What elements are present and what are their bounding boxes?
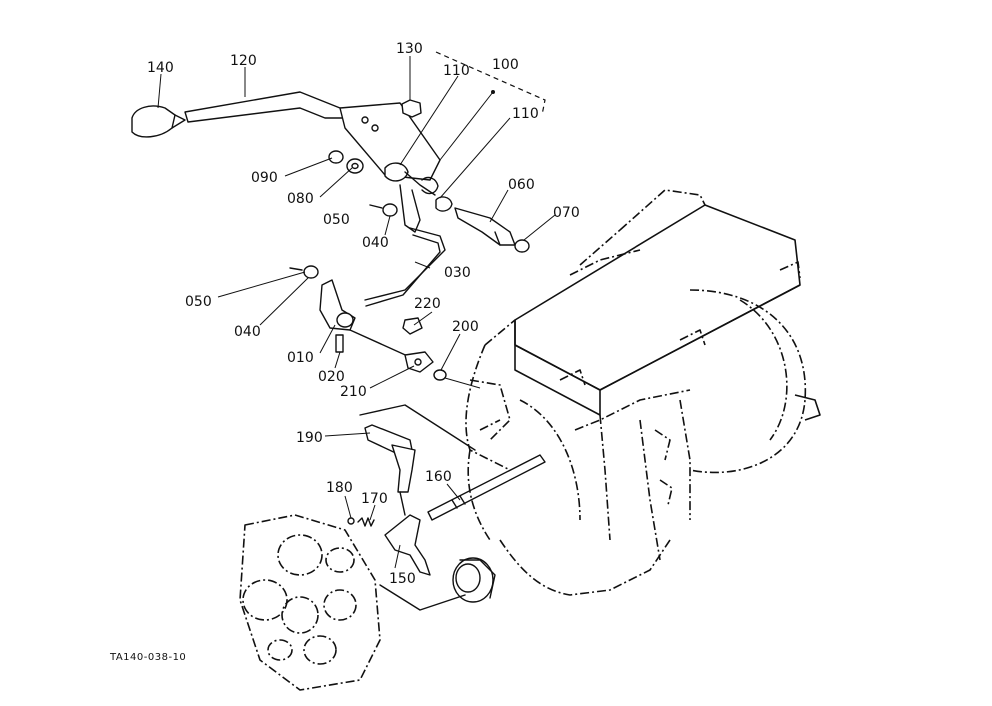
nut: [514, 239, 530, 253]
spring-pin: [335, 334, 344, 353]
shift-fork: [384, 514, 431, 576]
label-140: 140: [147, 60, 174, 76]
fork-shaft: [427, 454, 546, 521]
label-170: 170: [361, 491, 388, 507]
lever-shaft: [454, 207, 516, 246]
label-110b: 110: [512, 106, 539, 122]
lever-knob: [131, 105, 176, 138]
label-160: 160: [425, 469, 452, 485]
lower-lever-assembly: [289, 265, 481, 389]
label-190: 190: [296, 430, 323, 446]
detent-ball: [347, 517, 355, 525]
washer: [303, 265, 319, 279]
label-220: 220: [414, 296, 441, 312]
part-labels: 140 120 130 110 100 110 090 080 060 070 …: [147, 41, 580, 587]
bolt: [401, 99, 422, 118]
label-030: 030: [444, 265, 471, 281]
label-100: 100: [492, 57, 519, 73]
label-040a: 040: [362, 235, 389, 251]
label-010: 010: [287, 350, 314, 366]
collar: [435, 196, 453, 212]
transmission-housing: [465, 189, 821, 596]
label-020: 020: [318, 369, 345, 385]
label-120: 120: [230, 53, 257, 69]
o-ring: [433, 369, 447, 381]
label-050a: 050: [323, 212, 350, 228]
fork-arm: [391, 444, 416, 493]
lever-bracket: [339, 102, 441, 181]
label-130: 130: [396, 41, 423, 57]
plug: [402, 317, 423, 335]
drawing-code: TA140-038-10: [109, 652, 186, 663]
label-090: 090: [251, 170, 278, 186]
label-050b: 050: [185, 294, 212, 310]
label-070: 070: [553, 205, 580, 221]
lever-plate: [404, 351, 434, 373]
shift-lever: [184, 91, 346, 123]
label-040b: 040: [234, 324, 261, 340]
label-080: 080: [287, 191, 314, 207]
washer: [382, 203, 398, 217]
label-060: 060: [508, 177, 535, 193]
label-150: 150: [389, 571, 416, 587]
nut: [328, 150, 344, 164]
shift-rod: [364, 227, 446, 301]
shift-fork-assembly: [347, 404, 546, 611]
gear-housing-plate: [239, 514, 381, 691]
leader-lines: [157, 56, 556, 569]
detent-spring: [357, 517, 375, 527]
label-110a: 110: [443, 63, 470, 79]
collar: [384, 162, 409, 182]
label-210: 210: [340, 384, 367, 400]
shift-lever-assembly: [131, 51, 546, 307]
label-180: 180: [326, 480, 353, 496]
label-200: 200: [452, 319, 479, 335]
